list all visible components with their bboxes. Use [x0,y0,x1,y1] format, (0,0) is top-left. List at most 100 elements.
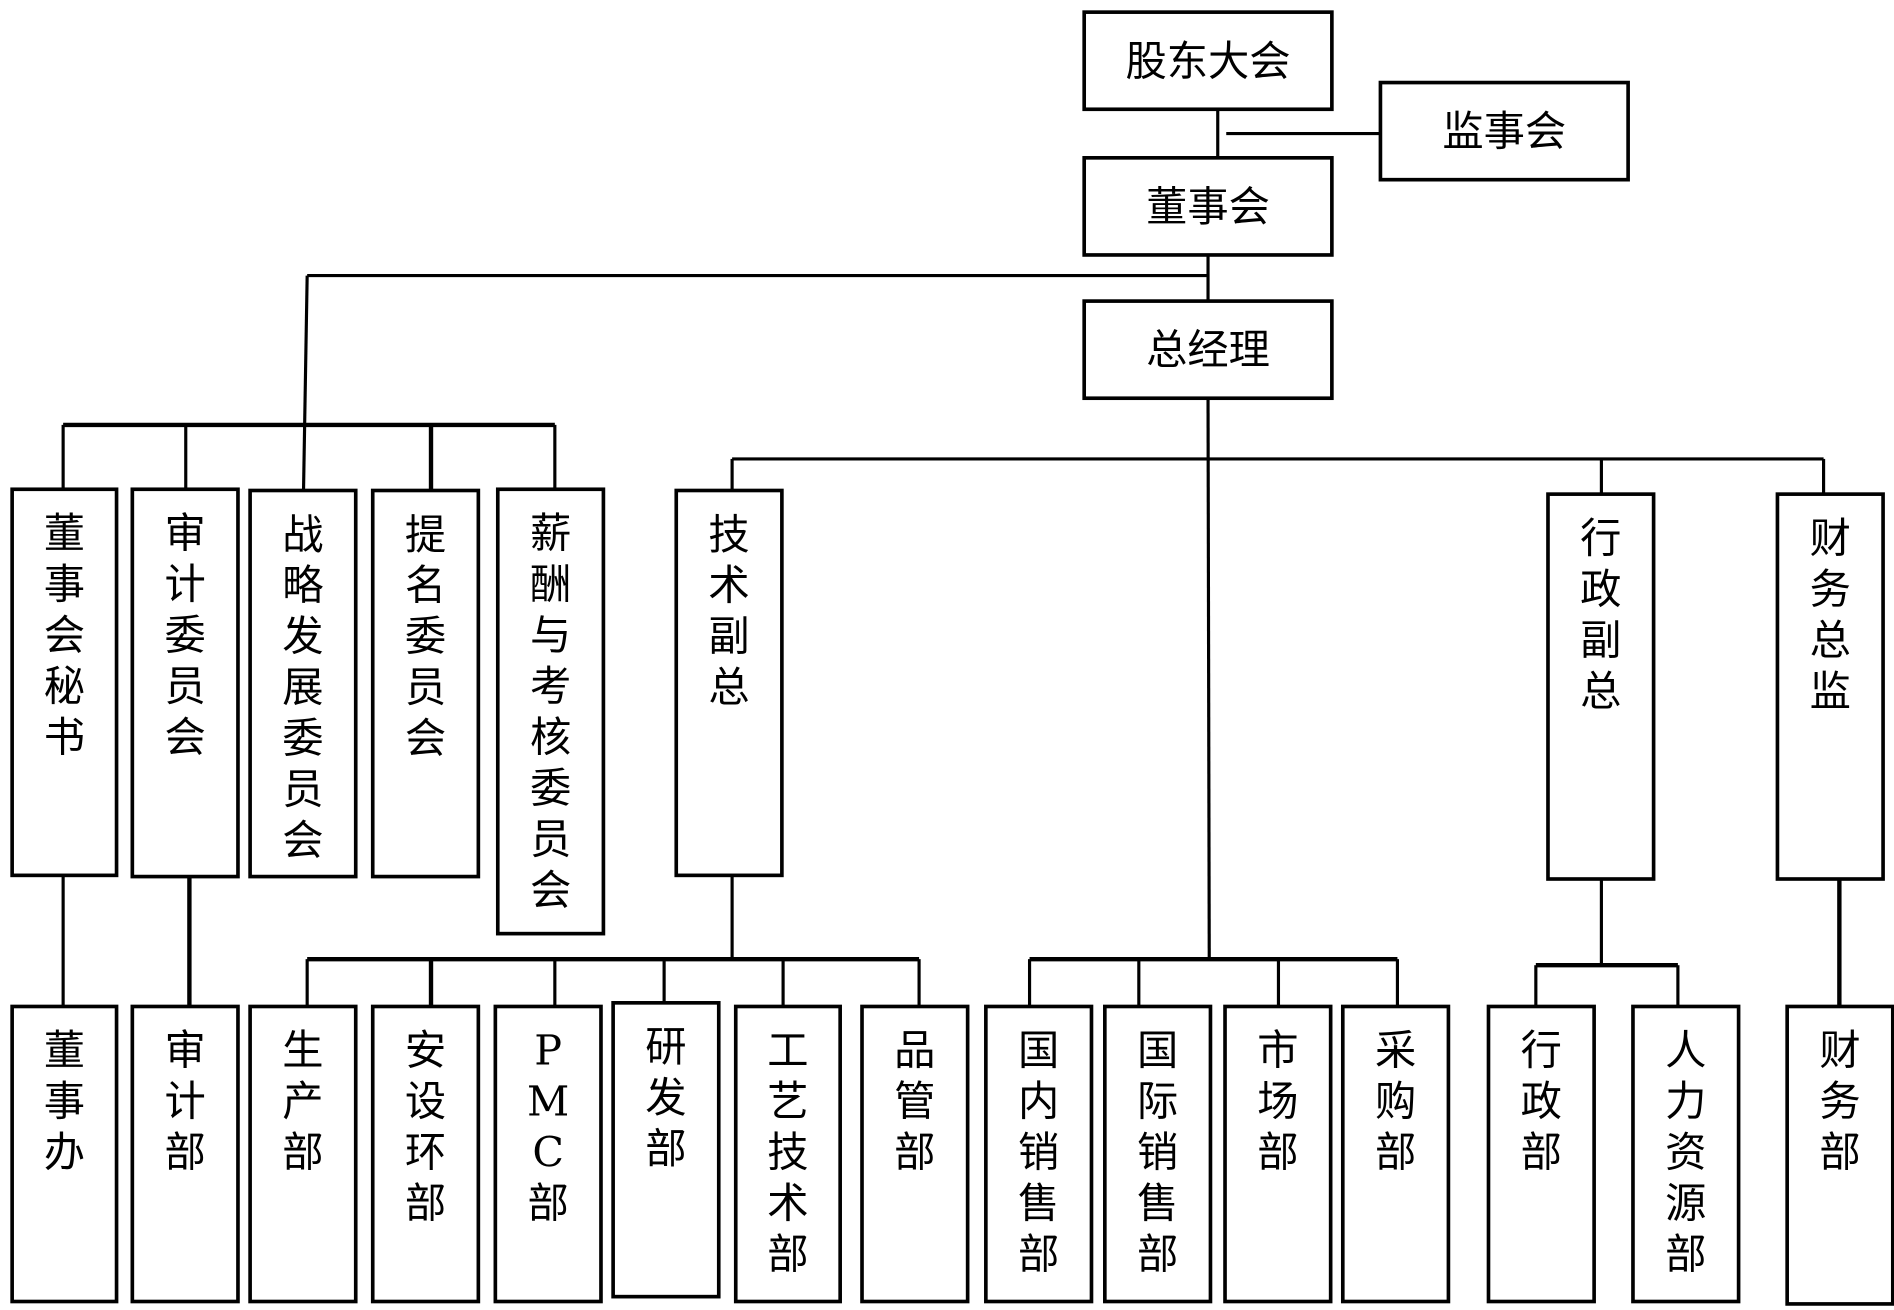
node-label-char: 资 [1665,1129,1706,1177]
node-label-char: 酬 [530,561,571,609]
node-label: 市场部 [1257,1027,1298,1177]
node-label-char: 部 [282,1129,323,1177]
node-label-char: 董 [44,510,85,558]
node-label: 国内销售部 [1018,1027,1059,1279]
node-label: 战略发展委员会 [282,511,323,865]
node-label-char: 会 [44,612,85,660]
node-box [10,1004,119,1304]
node-label-char: 人 [1665,1027,1706,1075]
node-label-char: 秘 [44,663,85,711]
node-label: 行政部 [1521,1027,1562,1177]
node-label-char: 财 [1810,514,1851,562]
org-node-marketing-dept: 市场部 [1223,1004,1333,1304]
node-label-char: 务 [1819,1078,1860,1126]
node-label-char: 行 [1521,1027,1562,1075]
node-box [1223,1004,1333,1304]
node-label: 审计委员会 [165,510,206,762]
node-label-char: 副 [708,613,749,661]
org-node-gm: 总经理 [1082,299,1334,401]
org-node-shareholders: 股东大会 [1082,10,1334,112]
node-label-char: 力 [1665,1078,1706,1126]
node-label-char: 务 [1810,565,1851,613]
org-node-board-secretary: 董事会秘书 [10,487,119,878]
node-label-char: 管 [894,1078,935,1126]
node-label-char: 部 [767,1231,808,1279]
org-node-domestic-sales-dept: 国内销售部 [984,1004,1094,1304]
connector-line [301,275,309,491]
node-label-char: 计 [165,1078,206,1126]
node-box [130,487,240,879]
node-label-char: 内 [1018,1078,1059,1126]
node-label-char: 政 [1521,1078,1562,1126]
node-label: 财务总监 [1810,514,1851,715]
node-label-char: 购 [1375,1078,1416,1126]
node-label-char: 会 [282,817,323,865]
node-label-char: 委 [405,613,446,661]
node-label-char: 源 [1665,1180,1706,1228]
node-label-char: 员 [282,766,323,814]
node-label-char: 际 [1137,1078,1178,1126]
node-label-char: 工 [767,1027,808,1075]
org-node-cfo: 财务总监 [1775,492,1885,881]
node-label-char: 技 [767,1129,808,1177]
node-box [248,1004,358,1304]
node-label-char: 发 [645,1074,686,1122]
node-label-char: 董 [44,1027,85,1075]
node-label-char: 总 [1810,616,1851,664]
node-label-char: 核 [530,714,571,762]
node-box [248,488,358,879]
node-label-char: 术 [767,1180,808,1228]
node-label-char: 委 [530,765,571,813]
node-label-char: 部 [1137,1231,1178,1279]
node-label-char: 销 [1018,1129,1059,1177]
org-node-safety-env-dept: 安设环部 [370,1004,481,1304]
connector-line [1206,398,1211,960]
node-box [1775,492,1885,881]
node-box [1082,156,1334,257]
node-label: 生产部 [282,1027,323,1177]
node-label: 董事会 [1146,183,1270,231]
node-label-char: 部 [894,1129,935,1177]
org-node-rd-dept: 研发部 [611,1001,721,1299]
org-node-admin-dept: 行政部 [1486,1004,1596,1304]
org-node-production-dept: 生产部 [248,1004,358,1304]
node-label: 董事会秘书 [44,510,85,762]
node-label-char: 艺 [767,1078,808,1126]
node-label-char: C [532,1129,564,1177]
node-label: 股东大会 [1125,37,1290,85]
node-label-char: 审 [165,1027,206,1075]
node-label-char: 计 [165,561,206,609]
node-box [370,1004,481,1304]
node-label-char: 研 [645,1023,686,1071]
node-label-char: 部 [528,1180,569,1228]
org-node-tech-vp: 技术副总 [674,488,784,878]
node-label-char: 战 [282,511,323,559]
node-label-char: 采 [1375,1027,1416,1075]
node-label-char: 书 [44,714,85,762]
node-label-char: 行 [1580,514,1621,562]
node-box [493,1004,603,1304]
org-boxes: 股东大会监事会董事会总经理董事会秘书审计委员会战略发展委员会提名委员会薪酬与考核… [10,10,1894,1306]
org-node-audit-committee: 审计委员会 [130,487,240,879]
org-node-strategy-committee: 战略发展委员会 [248,488,358,879]
org-node-audit-dept: 审计部 [130,1004,240,1304]
node-box [1103,1004,1213,1304]
node-label-char: 国 [1018,1027,1059,1075]
node-box [130,1004,240,1304]
node-label-char: 总 [708,664,749,712]
node-label: 品管部 [894,1027,935,1177]
node-label: 国际销售部 [1137,1027,1178,1279]
node-label-char: 生 [282,1027,323,1075]
node-box [860,1004,970,1304]
node-label-char: 名 [405,562,446,610]
node-box [733,1004,842,1304]
node-label-char: 事 [44,1078,85,1126]
node-label-char: 售 [1137,1180,1178,1228]
node-box [1486,1004,1596,1304]
node-box [1785,1004,1894,1306]
node-label-char: 副 [1580,616,1621,664]
node-label-char: 员 [530,816,571,864]
org-node-purchasing-dept: 采购部 [1340,1004,1451,1304]
